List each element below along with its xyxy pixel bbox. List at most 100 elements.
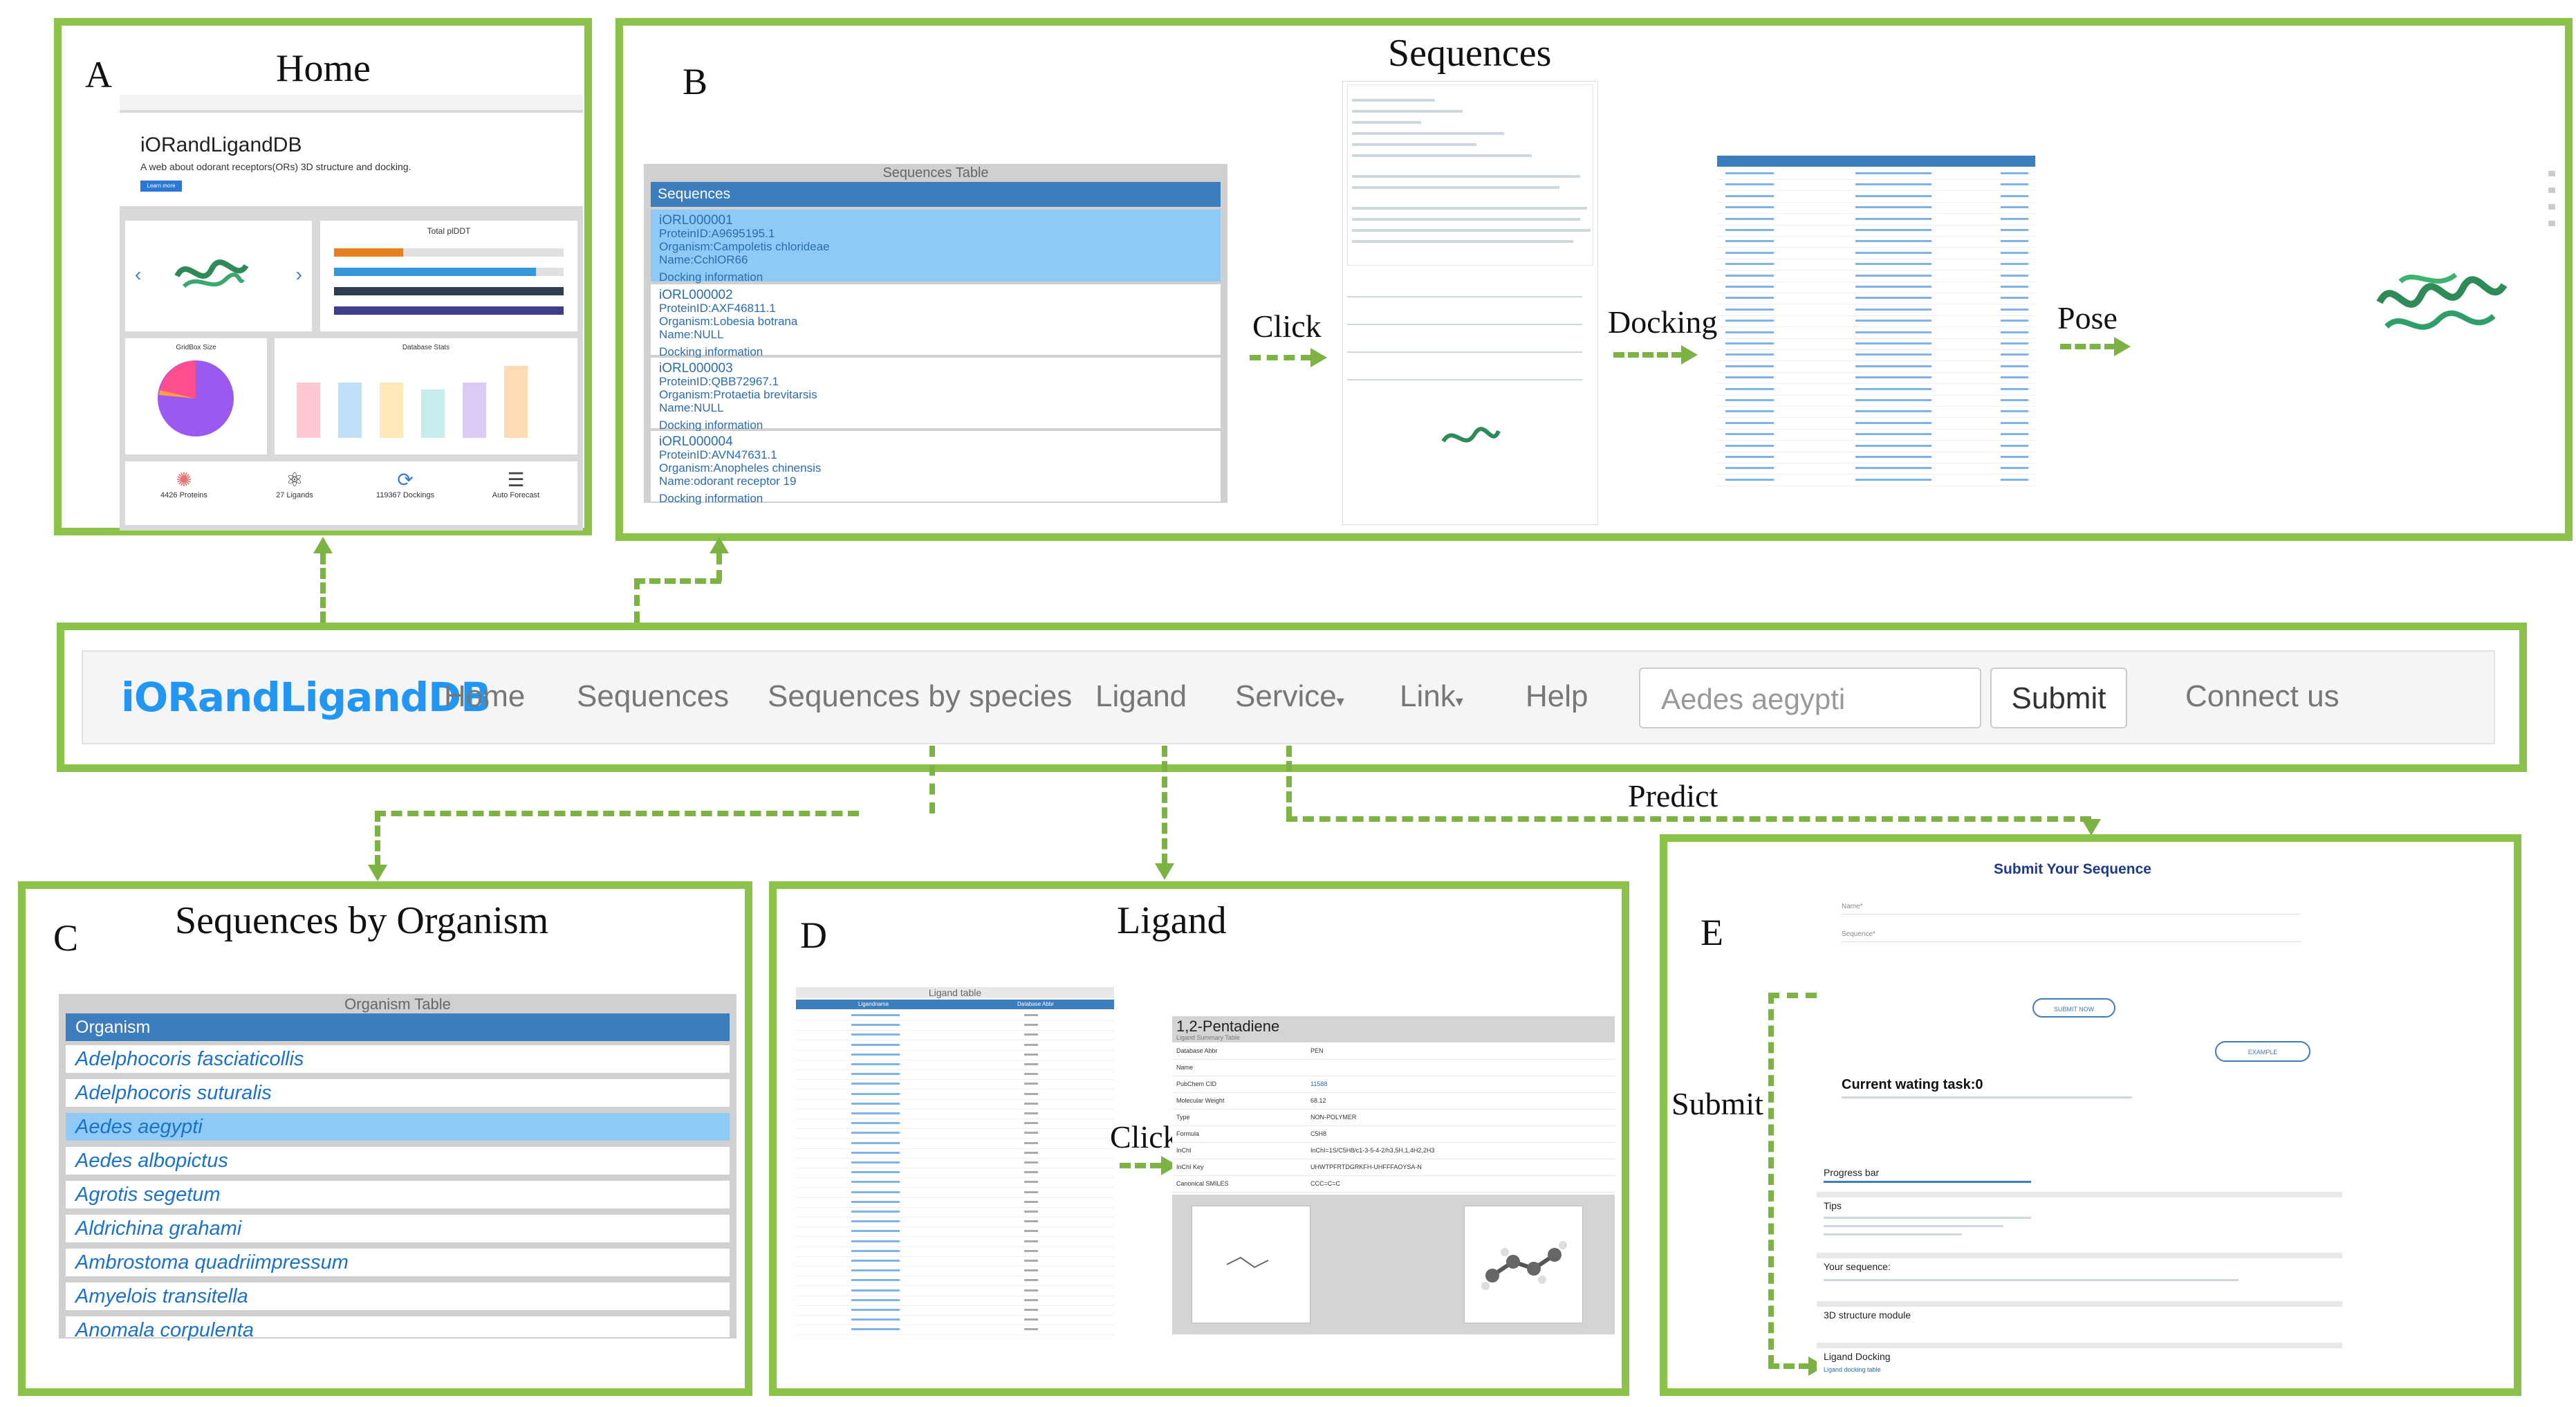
ligand-row[interactable] (796, 1139, 1114, 1149)
ligand-row[interactable] (796, 1256, 1114, 1267)
ligand-row[interactable] (796, 1089, 1114, 1100)
nav-ligand[interactable]: Ligand (1095, 679, 1187, 713)
panel-label-a: A (85, 54, 112, 95)
ligand-row[interactable] (796, 1011, 1114, 1021)
plddt-bar (334, 248, 564, 257)
submit-now-button[interactable]: SUBMIT NOW (2032, 998, 2115, 1018)
ligand-row[interactable] (796, 1030, 1114, 1041)
ligand-field-value: UHWTPFRTDGRKFH-UHFFFAOYSA-N (1310, 1164, 1422, 1170)
nav-connect-us[interactable]: Connect us (2185, 679, 2339, 713)
example-button[interactable]: EXAMPLE (2215, 1041, 2310, 1062)
nav-service[interactable]: Service▾ (1235, 679, 1344, 714)
docking-info-link[interactable]: Docking information (659, 270, 763, 284)
ligand-row[interactable] (796, 1276, 1114, 1287)
chevron-right-icon[interactable]: › (295, 264, 302, 285)
ligand-row[interactable] (796, 1128, 1114, 1139)
ligand-row[interactable] (796, 1099, 1114, 1110)
ligand-row[interactable] (796, 1177, 1114, 1188)
ligand-row[interactable] (796, 1020, 1114, 1031)
sequence-entry[interactable]: iORL000002 ProteinID:AXF46811.1 Organism… (651, 284, 1221, 358)
docking-rows (1717, 168, 2035, 488)
home-site-title: iORandLigandDB (140, 134, 302, 156)
ligand-field-value: CCC=C=C (1310, 1180, 1341, 1187)
chevron-left-icon[interactable]: ‹ (135, 264, 142, 285)
organism-row[interactable]: Anomala corpulenta (66, 1316, 730, 1341)
ligand-row[interactable] (796, 1226, 1114, 1238)
connector-to-sequences (634, 578, 721, 584)
ligand-row[interactable] (796, 1296, 1114, 1306)
ligand-row[interactable] (796, 1315, 1114, 1326)
gridbox-pie-chart (158, 360, 234, 436)
ligand-row[interactable] (796, 1168, 1114, 1179)
sequence-entry[interactable]: iORL000004 ProteinID:AVN47631.1 Organism… (651, 431, 1221, 505)
ligand-row[interactable] (796, 1148, 1114, 1159)
sequences-table-caption: Sequences Table (882, 165, 989, 181)
ligand-row[interactable] (796, 1050, 1114, 1060)
ligand-row[interactable] (796, 1266, 1114, 1277)
connector-submit (1768, 1363, 1810, 1369)
ligand-row[interactable] (796, 1286, 1114, 1296)
protein-structure-image (174, 259, 249, 288)
ligand-row[interactable] (796, 1325, 1114, 1336)
ligand-row[interactable] (796, 1207, 1114, 1217)
arrow-head (1681, 345, 1698, 365)
organism-row[interactable]: Amyelois transitella (66, 1282, 730, 1310)
organism-row[interactable]: Agrotis segetum (66, 1181, 730, 1208)
panel-ligand: D Ligand Ligand table Ligandname Databas… (769, 881, 1629, 1396)
nav-sequences-by-species[interactable]: Sequences by species (768, 679, 1073, 713)
sequence-entry[interactable]: iORL000003 ProteinID:QBB72967.1 Organism… (651, 358, 1221, 432)
panel-home: A Home iORandLigandDB A web about odoran… (54, 18, 592, 535)
learn-more-button[interactable]: Learn more (140, 181, 182, 192)
ligand-row[interactable] (796, 1040, 1114, 1051)
docking-row (1717, 282, 2035, 293)
ligand-docking-link[interactable]: Ligand docking table (1824, 1366, 1881, 1373)
organism-row-selected[interactable]: Aedes aegypti (66, 1113, 730, 1141)
organism-row[interactable]: Adelphocoris suturalis (66, 1079, 730, 1107)
ligand-row[interactable] (796, 1109, 1114, 1119)
docking-row (1717, 168, 2035, 180)
ligand-row[interactable] (796, 1079, 1114, 1090)
ligand-row[interactable] (796, 1237, 1114, 1247)
ligand-col-name: Ligandname (858, 1001, 889, 1007)
docking-info-link[interactable]: Docking information (659, 345, 763, 358)
sequence-organism: Organism:Lobesia botrana (659, 315, 798, 328)
nav-help[interactable]: Help (1526, 679, 1588, 713)
sequence-name: Name:CchlOR66 (659, 253, 748, 266)
sequence-field[interactable] (1842, 941, 2301, 942)
plddt-bar (334, 268, 564, 276)
nav-sequences[interactable]: Sequences (577, 679, 730, 713)
arrow-head (313, 537, 333, 553)
search-input[interactable]: Aedes aegypti (1639, 668, 1981, 728)
organism-row[interactable]: Ambrostoma quadriimpressum (66, 1249, 730, 1276)
docking-row (1717, 214, 2035, 226)
organism-table-caption: Organism Table (344, 995, 451, 1013)
site-logo[interactable]: iORandLigandDB (121, 674, 491, 721)
sequence-entry[interactable]: iORL000001 ProteinID:A9695195.1 Organism… (651, 210, 1221, 284)
docking-info-link[interactable]: Docking information (659, 492, 763, 505)
nav-home[interactable]: Home (444, 679, 526, 713)
ligand-row[interactable] (796, 1247, 1114, 1257)
ligand-row[interactable] (796, 1197, 1114, 1208)
docking-row (1717, 202, 2035, 214)
ligand-row[interactable] (796, 1188, 1114, 1198)
nav-link[interactable]: Link▾ (1400, 679, 1463, 714)
docking-results-table (1717, 156, 2035, 488)
flow-arrow-docking (1613, 352, 1683, 358)
ligand-row[interactable] (796, 1119, 1114, 1130)
ligand-row[interactable] (796, 1217, 1114, 1228)
ligand-row[interactable] (796, 1158, 1114, 1168)
detail-header (1347, 84, 1593, 266)
ligand-row[interactable] (796, 1305, 1114, 1316)
ligand-row[interactable] (796, 1060, 1114, 1070)
organism-row[interactable]: Adelphocoris fasciaticollis (66, 1045, 730, 1073)
organism-row[interactable]: Aldrichina grahami (66, 1215, 730, 1242)
submit-button[interactable]: Submit (1990, 668, 2127, 728)
home-hero: iORandLigandDB A web about odorant recep… (120, 113, 583, 206)
organism-table: Organism Table Organism Adelphocoris fas… (59, 994, 736, 1341)
organism-row[interactable]: Aedes albopictus (66, 1147, 730, 1175)
docking-row (1717, 418, 2035, 430)
sequence-field-label: Sequence* (1842, 930, 1875, 938)
docking-info-link[interactable]: Docking information (659, 419, 763, 432)
ligand-row[interactable] (796, 1069, 1114, 1080)
